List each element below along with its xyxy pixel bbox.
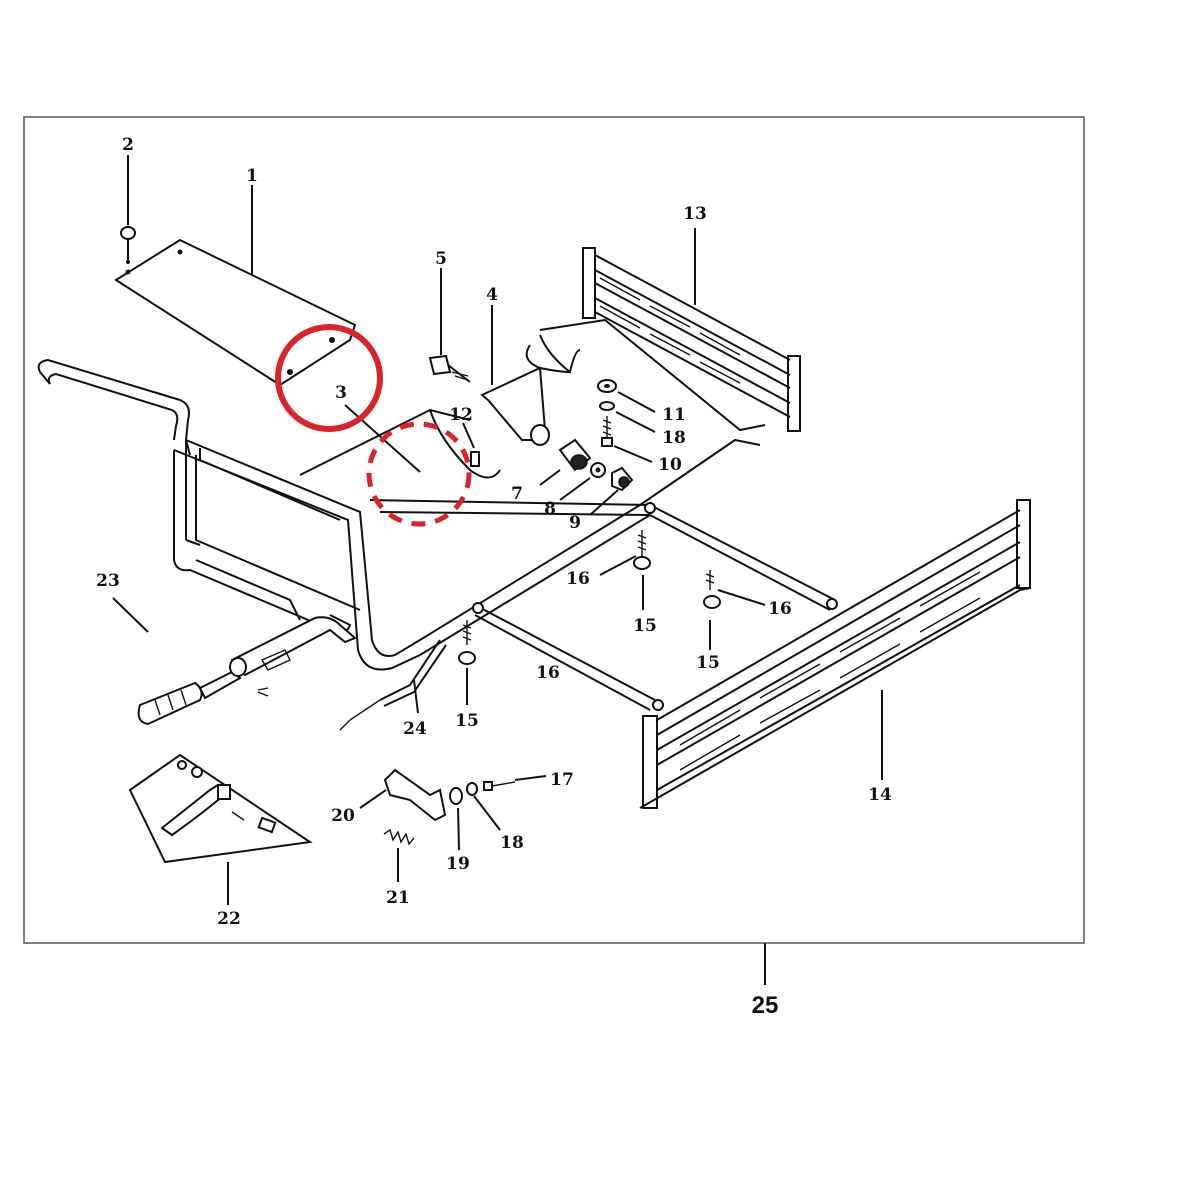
callout-25: 25 <box>752 992 779 1019</box>
part-15-16-bolt-left <box>458 620 476 705</box>
part-11-nut <box>597 379 656 413</box>
part-15-16-bolt-right <box>703 570 766 650</box>
part-24-cable <box>339 639 447 731</box>
chassis-frame <box>299 318 838 711</box>
part-22-lever-kit <box>128 753 313 905</box>
part-19-washer <box>449 787 463 851</box>
part-12-bolt <box>462 422 480 467</box>
part-14-side-gate <box>639 499 1031 809</box>
callout-21: 21 <box>386 888 410 908</box>
part-20-bracket <box>359 768 447 822</box>
callout-15-left: 15 <box>455 711 479 731</box>
callout-23: 23 <box>96 571 120 591</box>
callout-15-right: 15 <box>696 653 720 673</box>
callout-10: 10 <box>658 455 682 475</box>
callout-24: 24 <box>403 719 427 739</box>
callout-5: 5 <box>435 249 447 269</box>
part-18-washer-upper <box>599 401 656 433</box>
callout-18-lower: 18 <box>500 833 524 853</box>
callout-15-mid: 15 <box>633 616 657 636</box>
callout-22: 22 <box>217 909 241 929</box>
highlight-circle-dashed <box>366 421 472 527</box>
callout-19: 19 <box>446 854 470 874</box>
callout-1: 1 <box>246 166 258 186</box>
callout-11: 11 <box>662 405 686 425</box>
callout-20: 20 <box>331 806 355 826</box>
callout-12: 12 <box>449 405 473 425</box>
callout-3: 3 <box>335 383 347 403</box>
part-10-bolt <box>601 416 653 463</box>
diagram-frame <box>23 116 1085 944</box>
part-21-spring <box>383 828 415 882</box>
part-1-panel <box>114 185 357 387</box>
callout-16-mid: 16 <box>566 569 590 589</box>
callout-16-right: 16 <box>768 599 792 619</box>
callout-4: 4 <box>486 285 498 305</box>
callout-7: 7 <box>511 484 523 504</box>
part-17-screw <box>483 775 547 791</box>
callout-13: 13 <box>683 204 707 224</box>
part-15-16-bolt-mid <box>599 530 651 610</box>
callout-labels: 1 2 3 4 5 7 8 9 10 11 12 13 14 15 15 15 … <box>96 135 892 1019</box>
callout-14: 14 <box>868 785 892 805</box>
part-5-bolt <box>428 268 471 383</box>
callout-16-left: 16 <box>536 663 560 683</box>
callout-8: 8 <box>544 499 556 519</box>
part-2-screw <box>120 155 136 264</box>
callout-2: 2 <box>122 135 134 155</box>
part-23-tube-frame <box>37 358 421 671</box>
part-13-back-gate <box>582 228 801 432</box>
part-23-handle-bar <box>112 597 357 726</box>
callout-18-upper: 18 <box>662 428 686 448</box>
callout-17: 17 <box>550 770 574 790</box>
part-18-washer-lower <box>466 782 501 831</box>
part-7-bushing <box>539 438 592 486</box>
part-9-nut <box>589 466 634 516</box>
highlight-circle-solid <box>275 324 383 432</box>
callout-9: 9 <box>569 513 581 533</box>
part-8-washer <box>559 462 606 501</box>
part-4-bracket <box>480 305 550 446</box>
